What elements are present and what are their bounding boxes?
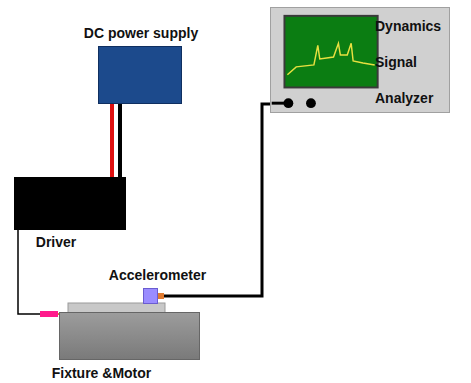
accelerometer-box: Accelerometer (143, 288, 158, 304)
power-wire (110, 104, 114, 177)
node-label: Fixture &Motor (52, 365, 152, 381)
input-jack (283, 98, 293, 108)
node-label: DC power supply (84, 25, 198, 41)
node-label: Dynamics Signal Analyzer (375, 8, 449, 116)
motor-fixture-box: Fixture &Motor (59, 312, 200, 360)
driver-box: Driver (14, 177, 126, 230)
cable (18, 230, 99, 317)
wire-connector (40, 311, 58, 317)
signal-trace (287, 43, 374, 74)
cable (112, 104, 120, 177)
ground-wire (118, 104, 122, 177)
node-label: Accelerometer (109, 267, 206, 283)
power-supply-box: DC power supply (98, 46, 182, 104)
sensor-connector (158, 293, 164, 299)
screen (284, 16, 377, 88)
node-label: Driver (36, 234, 76, 250)
input-jack (306, 98, 316, 108)
signal-analyzer-box: Dynamics Signal Analyzer (270, 7, 450, 113)
